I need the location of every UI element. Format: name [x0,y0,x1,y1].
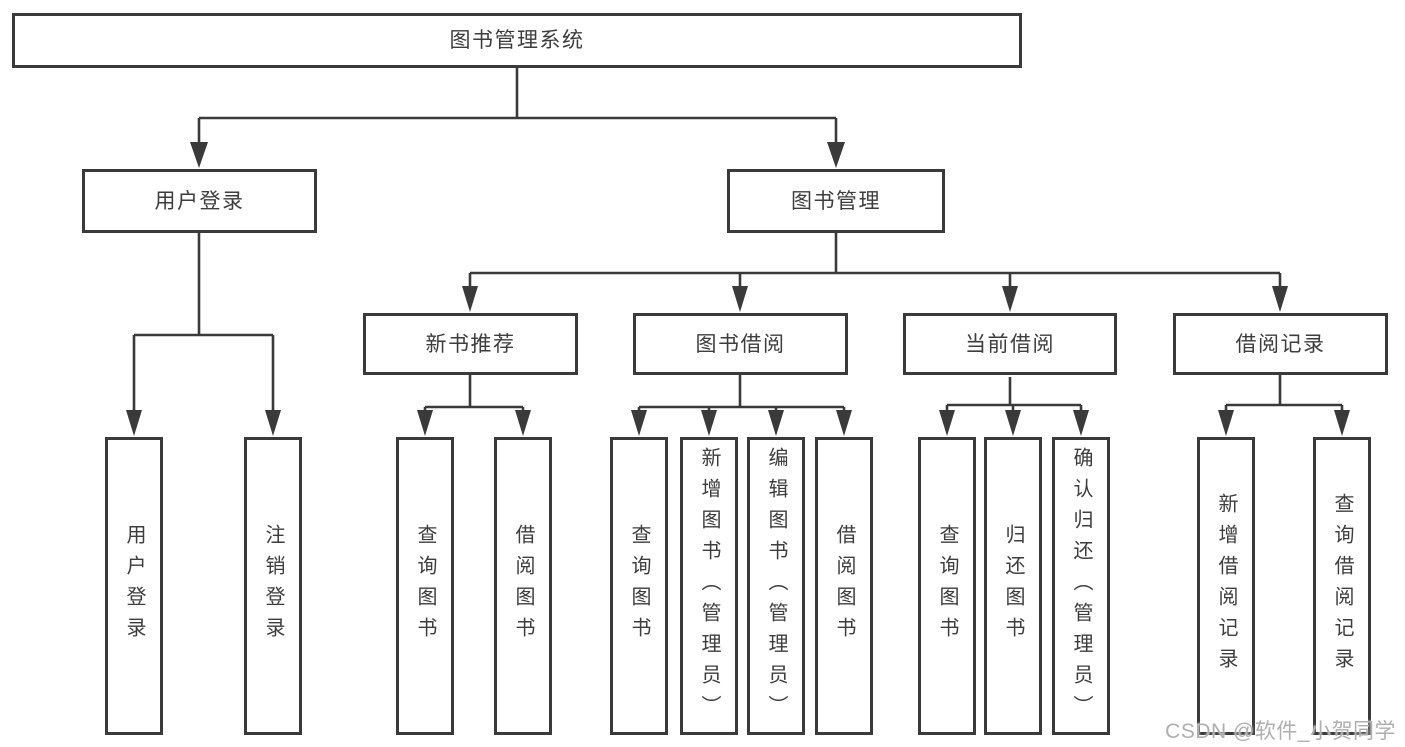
node-borrow-record-label: 借阅记录 [1235,332,1326,356]
node-user-login-label: 用户登录 [154,189,245,213]
node-borrow-record: 借阅记录 [1173,313,1388,375]
csdn-watermark: CSDN @软件_小贺同学 [1165,720,1396,743]
leaf-add-borrow-record: 新增借阅记录 [1197,437,1255,735]
connector-lines [132,68,1344,412]
leaf-confirm-return-admin: 确认归还（管理员） [1052,437,1110,735]
node-current-borrow-label: 当前借阅 [965,332,1055,356]
arrowhead-icons [126,142,1350,436]
leaf-query-books-1: 查询图书 [396,437,454,735]
node-new-book-recommend: 新书推荐 [363,313,578,375]
leaf-query-borrow-record: 查询借阅记录 [1313,437,1371,735]
leaf-borrow-book-2-label: 借阅图书 [833,524,855,648]
leaf-logout-label: 注销登录 [262,524,284,648]
leaf-add-book-admin: 新增图书（管理员） [680,437,738,735]
leaf-return-book: 归还图书 [984,437,1042,735]
node-current-borrow: 当前借阅 [903,313,1117,375]
node-root-label: 图书管理系统 [449,29,585,52]
leaf-query-books-1-label: 查询图书 [414,524,436,648]
leaf-add-borrow-record-label: 新增借阅记录 [1215,493,1237,679]
leaf-confirm-return-admin-label: 确认归还（管理员） [1070,446,1092,726]
leaf-user-login: 用户登录 [105,437,163,735]
leaf-return-book-label: 归还图书 [1002,524,1024,648]
leaf-query-books-2-label: 查询图书 [628,524,650,648]
leaf-borrow-book-2: 借阅图书 [815,437,873,735]
leaf-edit-book-admin: 编辑图书（管理员） [747,437,805,735]
leaf-borrow-book-1-label: 借阅图书 [512,524,534,648]
leaf-query-borrow-record-label: 查询借阅记录 [1331,493,1353,679]
node-book-management-label: 图书管理 [791,189,881,213]
leaf-logout: 注销登录 [244,437,302,735]
node-book-borrow-label: 图书借阅 [695,332,786,356]
node-book-management: 图书管理 [727,169,945,233]
leaf-query-books-3-label: 查询图书 [936,524,958,648]
leaf-edit-book-admin-label: 编辑图书（管理员） [765,446,787,726]
node-user-login: 用户登录 [82,169,317,233]
leaf-borrow-book-1: 借阅图书 [494,437,552,735]
node-new-book-recommend-label: 新书推荐 [425,332,516,356]
node-root: 图书管理系统 [12,13,1022,68]
leaf-query-books-3: 查询图书 [918,437,976,735]
leaf-add-book-admin-label: 新增图书（管理员） [698,446,720,726]
node-book-borrow: 图书借阅 [633,313,848,375]
leaf-user-login-label: 用户登录 [123,524,145,648]
leaf-query-books-2: 查询图书 [610,437,668,735]
